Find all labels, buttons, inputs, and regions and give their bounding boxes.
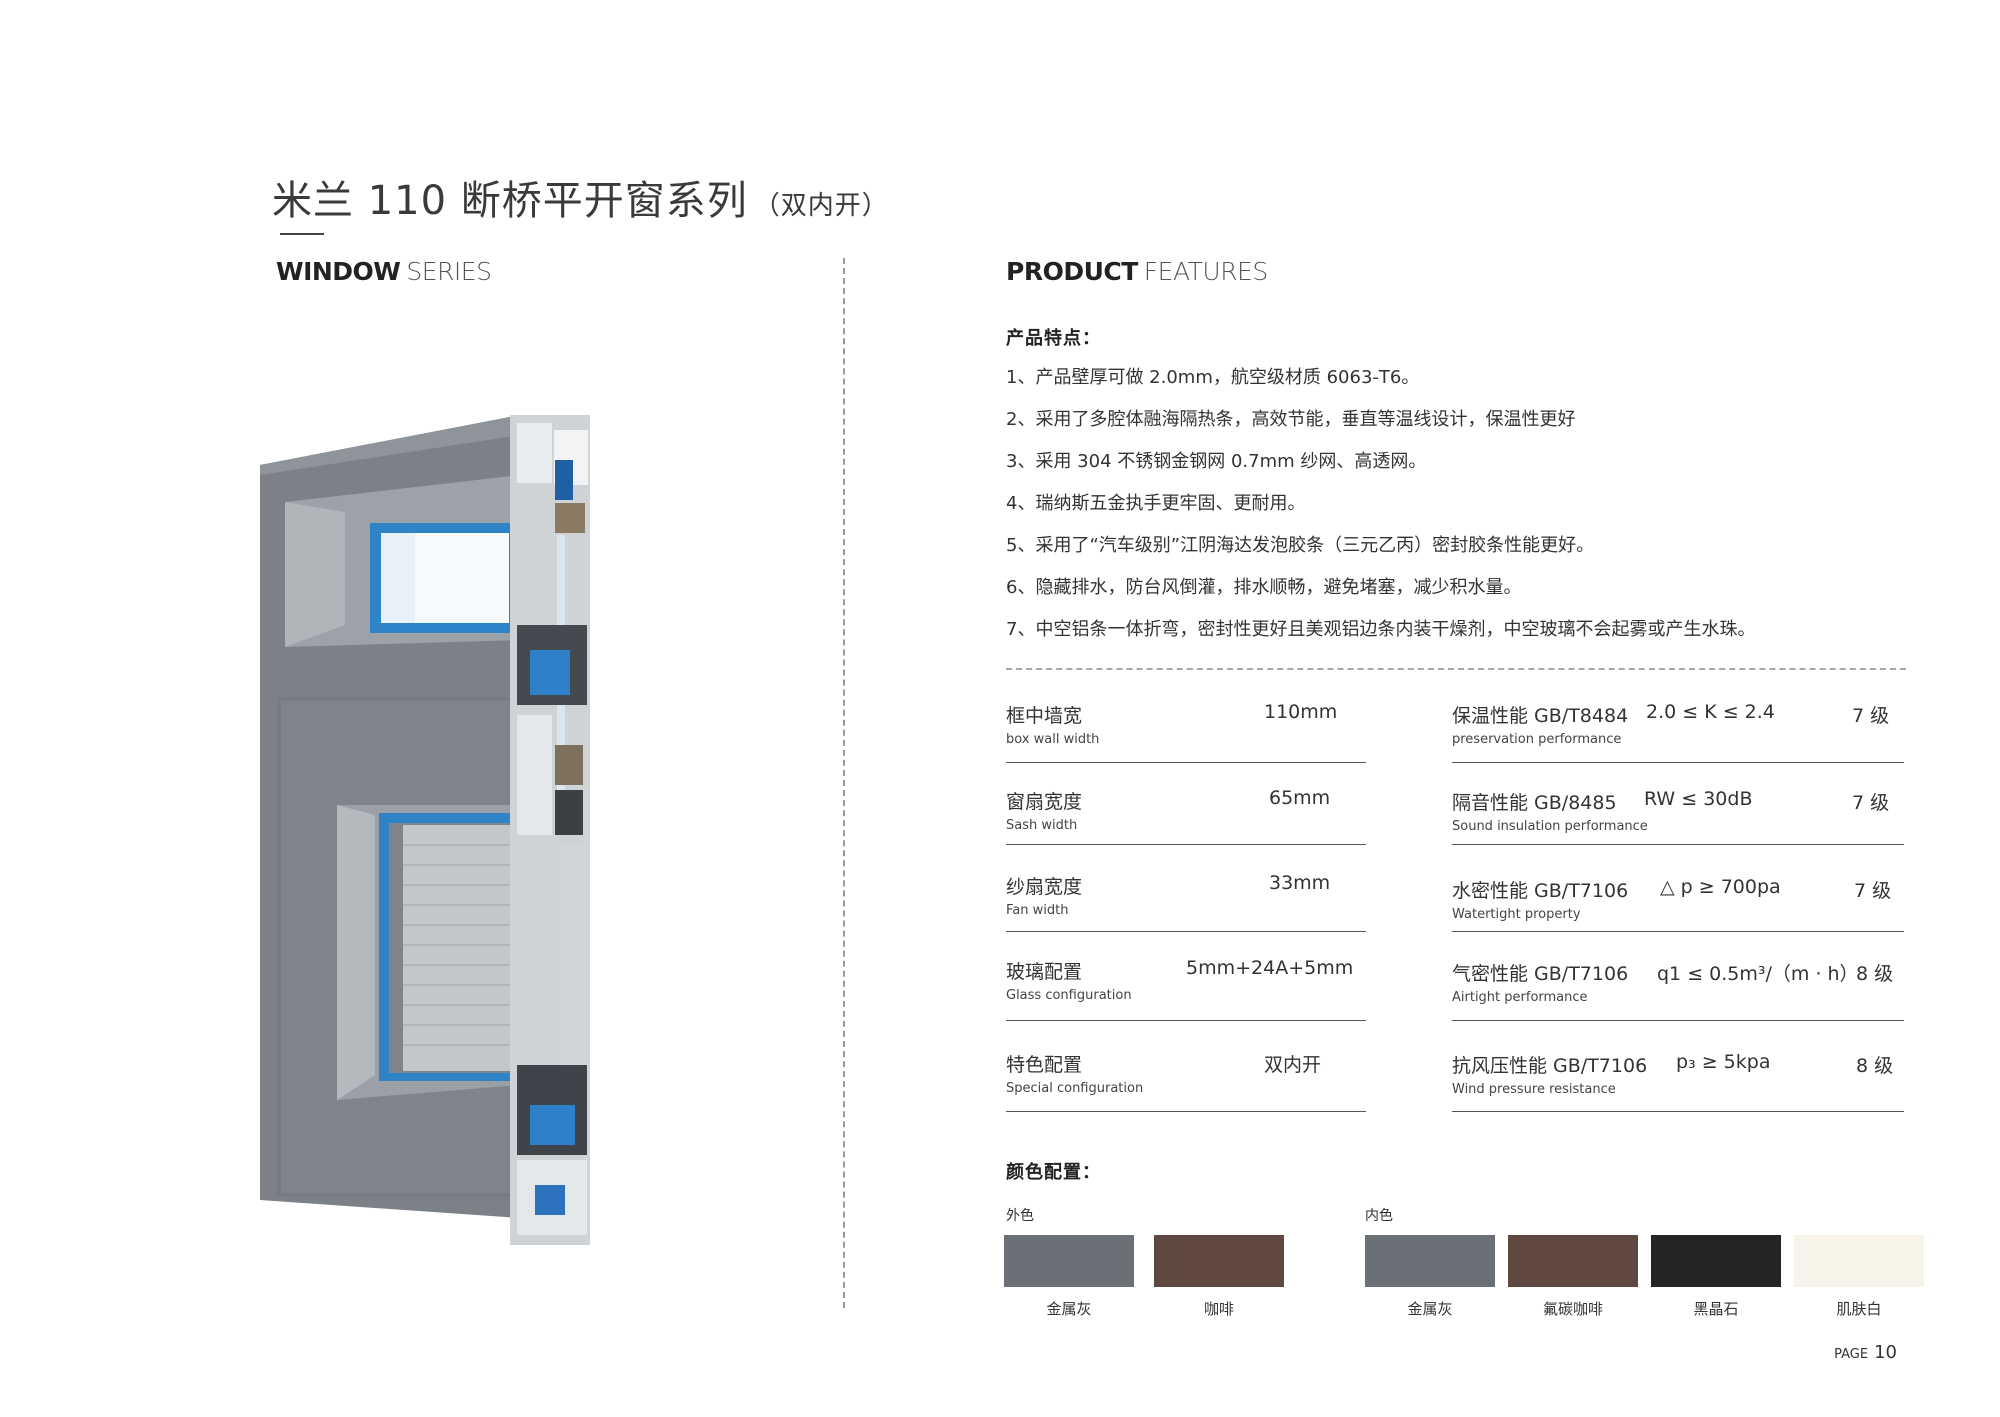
outer-color-label: 外色 — [1006, 1208, 1034, 1224]
spec-value: 33mm — [1269, 872, 1331, 894]
performance-row: 水密性能 GB/T7106 Watertight property △ p ≥ … — [1452, 876, 1904, 936]
color-swatch[interactable] — [1508, 1235, 1638, 1287]
performance-row: 保温性能 GB/T8484 preservation performance 2… — [1452, 701, 1904, 761]
column-divider — [843, 258, 845, 1308]
performance-label-en: Sound insulation performance — [1452, 819, 1648, 834]
color-swatch[interactable] — [1651, 1235, 1781, 1287]
performance-row: 隔音性能 GB/8485 Sound insulation performanc… — [1452, 788, 1904, 848]
title-underline — [280, 233, 324, 235]
spec-label-en: Glass configuration — [1006, 988, 1132, 1003]
performance-value: △ p ≥ 700pa — [1660, 876, 1781, 898]
feature-item: 7、中空铝条一体折弯，密封性更好且美观铝边条内装干燥剂，中空玻璃不会起雾或产生水… — [1006, 619, 1756, 640]
spec-label-en: Sash width — [1006, 818, 1078, 833]
features-label: 产品特点： — [1006, 328, 1101, 349]
spec-label-en: box wall width — [1006, 732, 1100, 747]
inner-color-label: 内色 — [1365, 1208, 1393, 1224]
spec-rule — [1006, 1020, 1366, 1021]
performance-value: 2.0 ≤ K ≤ 2.4 — [1646, 701, 1775, 723]
spec-label: 窗扇宽度 — [1006, 791, 1083, 813]
performance-grade: 7 级 — [1852, 705, 1890, 727]
spec-value: 65mm — [1269, 787, 1331, 809]
feature-item: 3、采用 304 不锈钢金钢网 0.7mm 纱网、高透网。 — [1006, 451, 1427, 472]
title-subtitle: （双内开） — [753, 191, 889, 221]
color-swatch[interactable] — [1004, 1235, 1134, 1287]
spec-label: 玻璃配置 — [1006, 961, 1083, 983]
performance-grade: 7 级 — [1852, 792, 1890, 814]
performance-grade: 7 级 — [1854, 880, 1892, 902]
color-name: 肌肤白 — [1836, 1300, 1882, 1318]
performance-label: 抗风压性能 GB/T7106 — [1452, 1055, 1648, 1077]
spec-rule — [1452, 931, 1904, 932]
spec-rule — [1452, 844, 1904, 845]
spec-label-en: Special configuration — [1006, 1081, 1144, 1096]
performance-label-en: Watertight property — [1452, 907, 1581, 922]
performance-label-en: Airtight performance — [1452, 990, 1588, 1005]
spec-rule — [1452, 1020, 1904, 1021]
spec-row: 窗扇宽度 Sash width 65mm — [1006, 787, 1366, 847]
feature-item: 5、采用了“汽车级别”江阴海达发泡胶条（三元乙丙）密封胶条性能更好。 — [1006, 535, 1595, 556]
performance-value: q1 ≤ 0.5m³/（m · h） — [1657, 963, 1859, 985]
window-series-bold: WINDOW — [276, 257, 401, 286]
product-features-bold: PRODUCT — [1006, 257, 1138, 286]
performance-label: 隔音性能 GB/8485 — [1452, 792, 1617, 814]
color-name: 黑晶石 — [1693, 1300, 1739, 1318]
spec-rule — [1452, 1111, 1904, 1112]
color-name: 金属灰 — [1046, 1300, 1092, 1318]
performance-label: 水密性能 GB/T7106 — [1452, 880, 1629, 902]
spec-label: 纱扇宽度 — [1006, 876, 1083, 898]
title-main: 米兰 110 断桥平开窗系列 — [272, 178, 748, 224]
product-features-light: FEATURES — [1143, 257, 1268, 286]
spec-row: 特色配置 Special configuration 双内开 — [1006, 1050, 1366, 1110]
performance-row: 气密性能 GB/T7106 Airtight performance q1 ≤ … — [1452, 959, 1904, 1019]
feature-item: 4、瑞纳斯五金执手更牢固、更耐用。 — [1006, 493, 1306, 514]
spec-label-en: Fan width — [1006, 903, 1069, 918]
window-cross-section-illustration — [260, 415, 590, 1245]
spec-row: 框中墙宽 box wall width 110mm — [1006, 701, 1366, 761]
spec-rule — [1006, 1111, 1366, 1112]
performance-label-en: preservation performance — [1452, 732, 1622, 747]
performance-label: 保温性能 GB/T8484 — [1452, 705, 1629, 727]
spec-label: 特色配置 — [1006, 1054, 1083, 1076]
spec-value: 5mm+24A+5mm — [1186, 957, 1354, 979]
feature-item: 1、产品壁厚可做 2.0mm，航空级材质 6063-T6。 — [1006, 367, 1420, 388]
performance-value: RW ≤ 30dB — [1644, 788, 1753, 810]
performance-grade: 8 级 — [1856, 963, 1894, 985]
spec-row: 玻璃配置 Glass configuration 5mm+24A+5mm — [1006, 957, 1366, 1017]
features-list: 1、产品壁厚可做 2.0mm，航空级材质 6063-T6。 2、采用了多腔体融海… — [1006, 366, 1755, 660]
color-swatch[interactable] — [1154, 1235, 1284, 1287]
feature-item: 6、隐藏排水，防台风倒灌，排水顺畅，避免堵塞，减少积水量。 — [1006, 577, 1522, 598]
color-name: 氟碳咖啡 — [1542, 1300, 1603, 1318]
page-label: PAGE — [1834, 1347, 1869, 1362]
performance-grade: 8 级 — [1856, 1055, 1894, 1077]
color-swatch[interactable] — [1365, 1235, 1495, 1287]
page-number: PAGE 10 — [1834, 1342, 1897, 1363]
performance-label-en: Wind pressure resistance — [1452, 1082, 1616, 1097]
spec-rule — [1452, 762, 1904, 763]
feature-item: 2、采用了多腔体融海隔热条，高效节能，垂直等温线设计，保温性更好 — [1006, 409, 1576, 430]
performance-label: 气密性能 GB/T7106 — [1452, 963, 1629, 985]
spec-label: 框中墙宽 — [1006, 705, 1083, 727]
spec-value: 110mm — [1264, 701, 1338, 723]
color-name: 咖啡 — [1203, 1300, 1234, 1318]
window-series-light: SERIES — [406, 257, 492, 286]
spec-rule — [1006, 931, 1366, 932]
performance-value: p₃ ≥ 5kpa — [1676, 1051, 1771, 1073]
spec-row: 纱扇宽度 Fan width 33mm — [1006, 872, 1366, 932]
page-number-value: 10 — [1874, 1342, 1897, 1363]
spec-value: 双内开 — [1264, 1054, 1322, 1076]
spec-rule — [1006, 844, 1366, 845]
features-divider — [1006, 668, 1906, 670]
color-swatch[interactable] — [1794, 1235, 1924, 1287]
performance-row: 抗风压性能 GB/T7106 Wind pressure resistance … — [1452, 1051, 1904, 1111]
color-name: 金属灰 — [1407, 1300, 1453, 1318]
color-config-title: 颜色配置： — [1006, 1162, 1101, 1183]
spec-rule — [1006, 762, 1366, 763]
page-title: 米兰 110 断桥平开窗系列（双内开） — [272, 168, 889, 226]
